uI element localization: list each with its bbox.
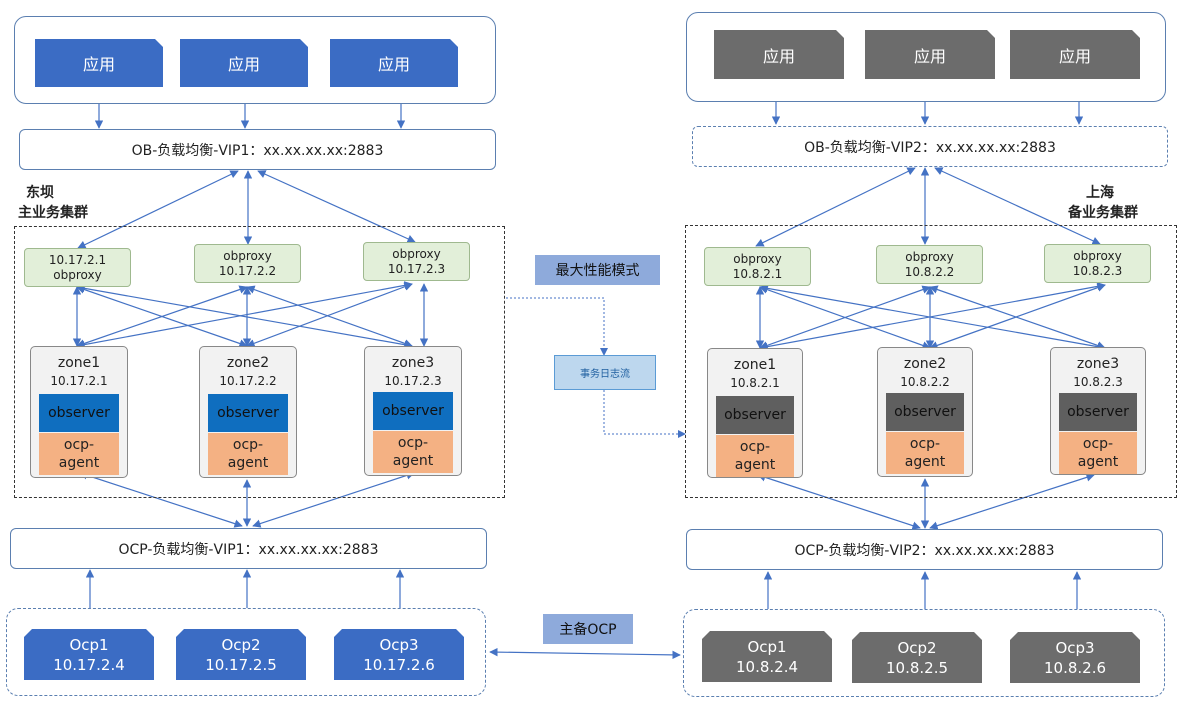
right-zone-1-agent-line1: ocp- bbox=[739, 439, 771, 455]
right-obproxy-2-line2: 10.8.2.2 bbox=[904, 264, 955, 279]
left-zone-3-agent-line2: agent bbox=[392, 453, 434, 469]
right-zone-3-agent-line1: ocp- bbox=[1082, 436, 1114, 452]
left-zone-2-ip: 10.17.2.2 bbox=[219, 374, 277, 388]
right-zone-3-observer: observer bbox=[1059, 393, 1137, 431]
right-zone-1-observer: observer bbox=[716, 396, 794, 434]
right-app-1: 应用 bbox=[714, 30, 844, 79]
right-zone-3-ip: 10.8.2.3 bbox=[1073, 375, 1123, 389]
right-obproxy-3-line1: obproxy bbox=[1073, 248, 1122, 263]
left-zone-3: zone3 10.17.2.3 observer ocp- agent bbox=[364, 346, 462, 476]
left-ocp-1: Ocp1 10.17.2.4 bbox=[24, 629, 154, 680]
left-ocp-load-balancer: OCP-负载均衡-VIP1：xx.xx.xx.xx:2883 bbox=[10, 528, 487, 569]
right-ocp-2-ip: 10.8.2.5 bbox=[885, 658, 949, 677]
right-ocp-3-name: Ocp3 bbox=[1055, 638, 1095, 657]
right-cluster-title: 上海 备业务集群 bbox=[1068, 183, 1138, 223]
right-cluster-box bbox=[685, 225, 1177, 498]
left-zone-1: zone1 10.17.2.1 observer ocp- agent bbox=[30, 346, 128, 478]
left-obproxy-1-line1: 10.17.2.1 bbox=[48, 252, 107, 267]
right-obproxy-1: obproxy 10.8.2.1 bbox=[704, 247, 811, 286]
left-ocp-2: Ocp2 10.17.2.5 bbox=[176, 629, 306, 680]
left-zone-3-name: zone3 bbox=[391, 355, 435, 371]
left-zone-2-agent-line2: agent bbox=[227, 455, 269, 471]
left-obproxy-2-line1: obproxy bbox=[223, 248, 272, 263]
right-ocp-1-name: Ocp1 bbox=[747, 637, 787, 656]
right-zone-2-ocp-agent: ocp- agent bbox=[886, 432, 964, 474]
right-ocp-load-balancer: OCP-负载均衡-VIP2：xx.xx.xx.xx:2883 bbox=[686, 529, 1163, 570]
right-zone-2-ip: 10.8.2.2 bbox=[900, 375, 950, 389]
left-ocp-1-name: Ocp1 bbox=[69, 635, 109, 654]
left-obproxy-1: 10.17.2.1 obproxy bbox=[24, 248, 131, 287]
right-obproxy-3-line2: 10.8.2.3 bbox=[1072, 263, 1123, 278]
right-ocp-3-ip: 10.8.2.6 bbox=[1043, 658, 1107, 677]
right-zone-1-ocp-agent: ocp- agent bbox=[716, 435, 794, 477]
left-app-1: 应用 bbox=[35, 39, 163, 87]
right-obproxy-1-line2: 10.8.2.1 bbox=[732, 266, 783, 281]
right-ocp-3: Ocp3 10.8.2.6 bbox=[1010, 632, 1140, 683]
right-ocp-1: Ocp1 10.8.2.4 bbox=[702, 631, 832, 682]
left-zone-2-ocp-agent: ocp- agent bbox=[208, 433, 288, 475]
left-zone-1-agent-line2: agent bbox=[58, 455, 100, 471]
left-zone-3-ocp-agent: ocp- agent bbox=[373, 431, 453, 473]
right-zone-2-agent-line2: agent bbox=[904, 454, 946, 470]
right-zone-2-observer: observer bbox=[886, 393, 964, 431]
left-zone-2-observer: observer bbox=[208, 394, 288, 432]
left-obproxy-3-line1: obproxy bbox=[392, 246, 441, 261]
right-zone-2: zone2 10.8.2.2 observer ocp- agent bbox=[877, 347, 973, 477]
left-cluster-box bbox=[14, 226, 505, 498]
left-ocp-1-ip: 10.17.2.4 bbox=[53, 655, 125, 674]
left-zone-2-name: zone2 bbox=[226, 355, 270, 371]
transaction-log-stream-label: 事务日志流 bbox=[554, 355, 656, 390]
right-obproxy-2-line1: obproxy bbox=[905, 249, 954, 264]
left-zone-1-agent-line1: ocp- bbox=[63, 437, 95, 453]
left-zone-2-agent-line1: ocp- bbox=[232, 437, 264, 453]
left-ocp-3-name: Ocp3 bbox=[379, 635, 419, 654]
right-app-3: 应用 bbox=[1010, 30, 1140, 79]
left-zone-2: zone2 10.17.2.2 observer ocp- agent bbox=[199, 346, 297, 478]
max-performance-mode-label: 最大性能模式 bbox=[535, 255, 660, 285]
left-ob-load-balancer: OB-负载均衡-VIP1：xx.xx.xx.xx:2883 bbox=[19, 129, 496, 170]
left-zone-1-name: zone1 bbox=[57, 355, 101, 371]
right-obproxy-2: obproxy 10.8.2.2 bbox=[876, 245, 983, 284]
left-app-3: 应用 bbox=[330, 39, 458, 87]
left-ocp-2-ip: 10.17.2.5 bbox=[205, 655, 277, 674]
right-zone-3-agent-line2: agent bbox=[1077, 454, 1119, 470]
left-obproxy-3: obproxy 10.17.2.3 bbox=[363, 242, 470, 281]
left-zone-3-observer: observer bbox=[373, 392, 453, 430]
right-app-2: 应用 bbox=[865, 30, 995, 79]
left-cluster-location: 东坝 bbox=[26, 185, 54, 201]
right-obproxy-3: obproxy 10.8.2.3 bbox=[1044, 244, 1151, 283]
left-zone-1-observer: observer bbox=[39, 394, 119, 432]
right-cluster-location: 上海 bbox=[1086, 185, 1114, 201]
left-cluster-role: 主业务集群 bbox=[18, 205, 88, 221]
right-ocp-1-ip: 10.8.2.4 bbox=[735, 657, 799, 676]
left-app-2: 应用 bbox=[180, 39, 308, 87]
right-ocp-2: Ocp2 10.8.2.5 bbox=[852, 632, 982, 683]
primary-standby-ocp-label: 主备OCP bbox=[543, 614, 633, 644]
left-zone-3-agent-line1: ocp- bbox=[397, 435, 429, 451]
right-zone-3: zone3 10.8.2.3 observer ocp- agent bbox=[1050, 347, 1146, 475]
right-zone-1-name: zone1 bbox=[733, 357, 777, 373]
left-ocp-2-name: Ocp2 bbox=[221, 635, 261, 654]
left-zone-1-ocp-agent: ocp- agent bbox=[39, 433, 119, 475]
left-zone-3-ip: 10.17.2.3 bbox=[384, 374, 442, 388]
right-ob-load-balancer: OB-负载均衡-VIP2：xx.xx.xx.xx:2883 bbox=[692, 126, 1168, 167]
right-cluster-role: 备业务集群 bbox=[1068, 205, 1138, 221]
left-obproxy-2: obproxy 10.17.2.2 bbox=[194, 244, 301, 283]
right-zone-2-agent-line1: ocp- bbox=[909, 436, 941, 452]
right-zone-1: zone1 10.8.2.1 observer ocp- agent bbox=[707, 348, 803, 478]
left-obproxy-1-line2: obproxy bbox=[53, 267, 102, 282]
right-zone-3-ocp-agent: ocp- agent bbox=[1059, 432, 1137, 474]
right-ocp-2-name: Ocp2 bbox=[897, 638, 937, 657]
left-cluster-title: 东坝 主业务集群 bbox=[18, 183, 88, 223]
left-ocp-3-ip: 10.17.2.6 bbox=[363, 655, 435, 674]
left-obproxy-2-line2: 10.17.2.2 bbox=[218, 263, 277, 278]
left-ocp-3: Ocp3 10.17.2.6 bbox=[334, 629, 464, 680]
left-zone-1-ip: 10.17.2.1 bbox=[50, 374, 108, 388]
right-zone-1-ip: 10.8.2.1 bbox=[730, 376, 780, 390]
right-zone-3-name: zone3 bbox=[1076, 356, 1120, 372]
right-obproxy-1-line1: obproxy bbox=[733, 251, 782, 266]
right-zone-2-name: zone2 bbox=[903, 356, 947, 372]
left-obproxy-3-line2: 10.17.2.3 bbox=[387, 261, 446, 276]
right-zone-1-agent-line2: agent bbox=[734, 457, 776, 473]
